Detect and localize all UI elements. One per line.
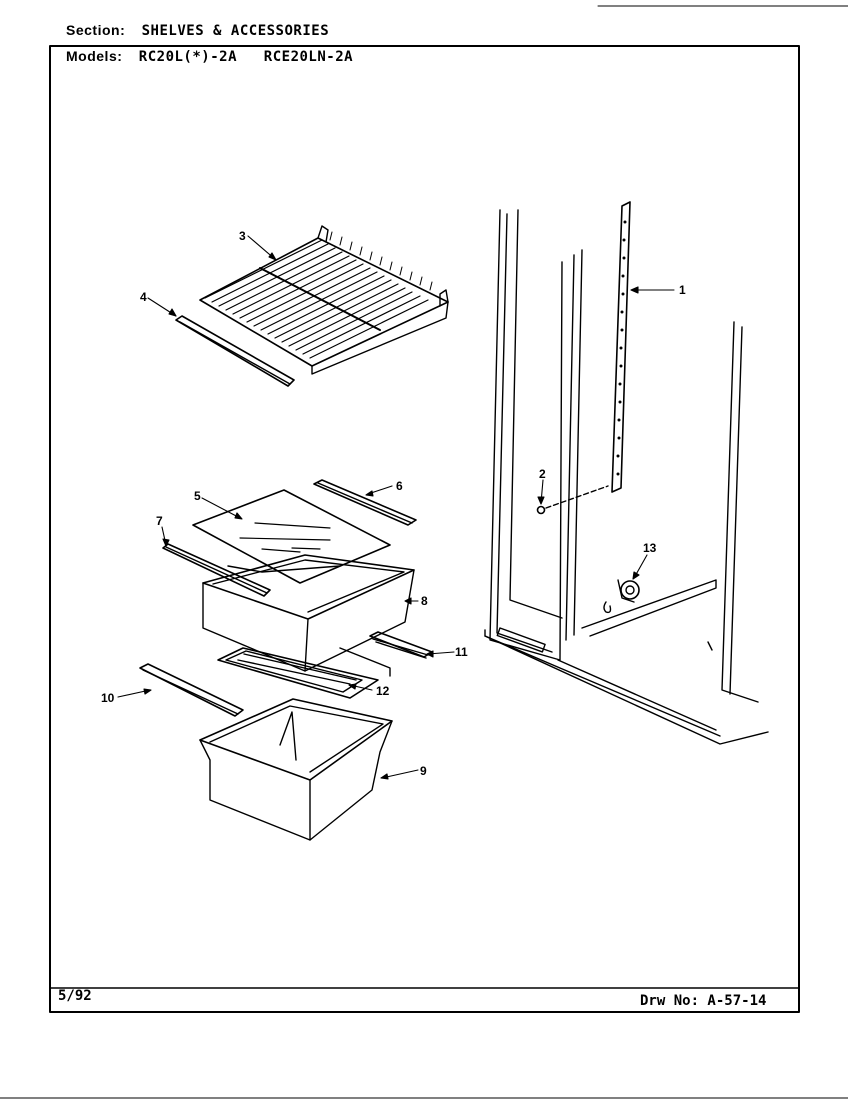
shelf-trim xyxy=(175,315,295,387)
callout-12: 12 xyxy=(376,684,390,698)
wire-shelf xyxy=(199,225,449,375)
callout-10: 10 xyxy=(101,691,115,705)
section-value: SHELVES & ACCESSORIES xyxy=(141,23,330,39)
callout-2: 2 xyxy=(539,467,546,481)
glass-shelf xyxy=(192,489,391,584)
models-label: Models: xyxy=(66,48,123,64)
crisper-pan-upper xyxy=(202,554,415,672)
callout-11: 11 xyxy=(455,645,468,659)
section-header: Section: SHELVES & ACCESSORIES xyxy=(66,22,329,39)
crisper-pan-lower xyxy=(199,698,393,841)
callout-8: 8 xyxy=(421,594,428,608)
mounting-screw xyxy=(536,485,609,515)
models-header: Models: RC20L(*)-2A RCE20LN-2A xyxy=(66,48,353,65)
refrigerator-cabinet xyxy=(484,209,769,745)
leader-lines xyxy=(117,235,675,780)
callout-6: 6 xyxy=(396,479,403,493)
callout-5: 5 xyxy=(194,489,201,503)
light-socket xyxy=(603,579,640,614)
diagram-frame xyxy=(49,45,800,1013)
callout-7: 7 xyxy=(156,514,163,528)
callout-9: 9 xyxy=(420,764,427,778)
crisper-rail xyxy=(139,663,244,717)
shelf-ladder xyxy=(611,201,631,493)
callout-13: 13 xyxy=(643,541,657,555)
footer-date: 5/92 xyxy=(58,988,92,1004)
crisper-cover xyxy=(217,647,379,699)
callout-3: 3 xyxy=(239,229,246,243)
footer-drawing-number: Drw No: A-57-14 xyxy=(640,993,767,1009)
crisper-slides xyxy=(339,631,433,677)
section-label: Section: xyxy=(66,22,126,38)
callout-4: 4 xyxy=(140,290,147,304)
callout-1: 1 xyxy=(679,283,686,297)
glass-shelf-trim-rear xyxy=(313,479,417,526)
models-value: RC20L(*)-2A RCE20LN-2A xyxy=(138,49,354,65)
